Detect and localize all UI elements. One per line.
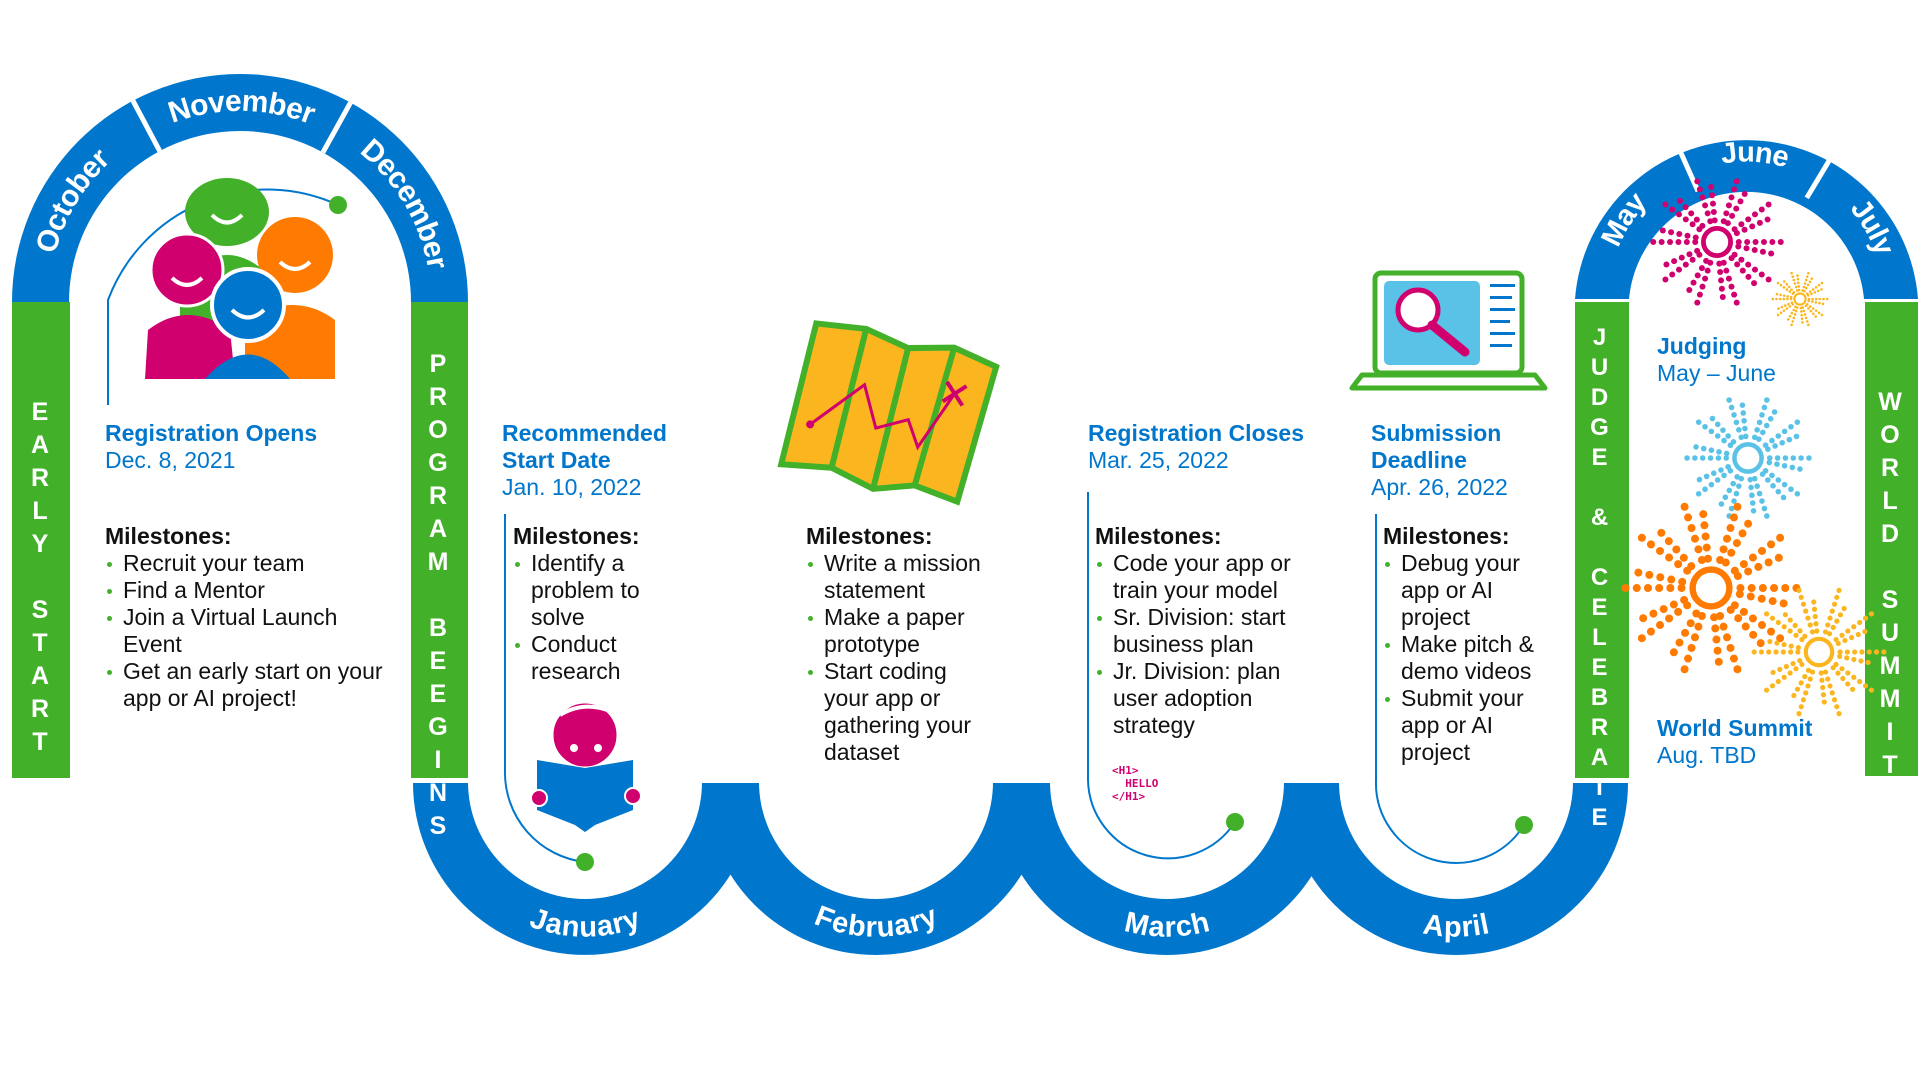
milestone-item: Make a paper prototype xyxy=(806,604,981,658)
month-label-march: March xyxy=(1122,906,1213,944)
event-title: Registration Closes xyxy=(1088,420,1304,446)
arch-divider xyxy=(320,101,353,154)
light-blue-firework xyxy=(1684,397,1812,519)
connector-registration-closes xyxy=(1087,492,1236,860)
arch-divider xyxy=(1673,140,1701,193)
milestone-item: Identify a problem to solve xyxy=(513,550,673,631)
event-date: Apr. 26, 2022 xyxy=(1371,474,1508,500)
event-date: Dec. 8, 2021 xyxy=(105,447,236,473)
event-start-date: Recommended Start Date Jan. 10, 2022 xyxy=(502,420,702,501)
yellow-small-firework xyxy=(1771,271,1829,327)
team-illustration xyxy=(145,178,335,379)
event-date: Aug. TBD xyxy=(1657,742,1757,768)
milestones-heading: Milestones: xyxy=(513,523,640,549)
event-date: Mar. 25, 2022 xyxy=(1088,447,1229,473)
judge-celebrate-label: JUDGE & CELEBRATE xyxy=(1586,324,1613,834)
early-start-pillar xyxy=(12,302,70,778)
html-code-snippet: <H1> HELLO </H1> xyxy=(1112,764,1159,803)
fireworks-illustration xyxy=(1621,178,1887,717)
arch-divider xyxy=(130,99,162,153)
map-illustration xyxy=(777,320,1000,506)
event-title: World Summit xyxy=(1657,715,1813,741)
connector-dot xyxy=(1515,816,1533,834)
connector-dot xyxy=(576,853,594,871)
event-date: Jan. 10, 2022 xyxy=(502,474,642,500)
reader-illustration xyxy=(530,700,642,832)
milestone-item: Start coding your app or gathering your … xyxy=(806,658,981,766)
milestone-item: Join a Virtual Launch Event xyxy=(105,604,395,658)
milestones-heading: Milestones: xyxy=(806,523,933,549)
milestone-item: Conduct research xyxy=(513,631,673,685)
milestones-heading: Milestones: xyxy=(1095,523,1222,549)
milestones-march: Milestones: Code your app or train your … xyxy=(1095,523,1320,739)
connector-dot xyxy=(329,196,347,214)
judge-celebrate-pillar xyxy=(1575,302,1629,778)
event-submission-deadline: Submission Deadline Apr. 26, 2022 xyxy=(1371,420,1531,501)
connector-start-date xyxy=(503,514,586,863)
milestone-item: Sr. Division: start business plan xyxy=(1095,604,1320,658)
event-title: Judging xyxy=(1657,333,1747,359)
milestone-item: Write a mission statement xyxy=(806,550,981,604)
event-title: Recommended Start Date xyxy=(502,420,667,473)
milestones-heading: Milestones: xyxy=(105,523,232,549)
world-summit-label: WORLD SUMMIT xyxy=(1876,388,1904,784)
arch-divider xyxy=(1804,150,1837,200)
milestone-item: Recruit your team xyxy=(105,550,395,577)
event-date: May – June xyxy=(1657,360,1776,386)
program-begins-label: PROGRAM BEEGINS xyxy=(424,350,452,845)
event-title: Submission Deadline xyxy=(1371,420,1502,473)
milestones-heading: Milestones: xyxy=(1383,523,1510,549)
yellow-firework xyxy=(1751,587,1887,717)
event-world-summit: World Summit Aug. TBD xyxy=(1657,715,1812,769)
connector-submission-deadline xyxy=(1374,514,1525,864)
milestone-item: Get an early start on your app or AI pro… xyxy=(105,658,395,712)
world-summit-pillar xyxy=(1865,302,1918,776)
milestones-april: Milestones: Debug your app or AI project… xyxy=(1383,523,1563,766)
month-label-april: April xyxy=(1421,908,1492,943)
milestone-item: Debug your app or AI project xyxy=(1383,550,1563,631)
connector-dot xyxy=(1226,813,1244,831)
milestone-item: Submit your app or AI project xyxy=(1383,685,1563,766)
early-start-label: EARLY START xyxy=(26,398,54,761)
milestone-item: Make pitch & demo videos xyxy=(1383,631,1563,685)
event-registration-closes: Registration Closes Mar. 25, 2022 xyxy=(1088,420,1304,474)
milestone-item: Code your app or train your model xyxy=(1095,550,1320,604)
event-judging: Judging May – June xyxy=(1657,333,1776,387)
milestone-item: Find a Mentor xyxy=(105,577,395,604)
laptop-search-illustration xyxy=(1349,270,1548,391)
event-title: Registration Opens xyxy=(105,420,318,446)
orange-firework xyxy=(1621,502,1801,674)
program-begins-pillar xyxy=(411,302,468,778)
magenta-firework xyxy=(1650,178,1784,306)
milestone-item: Jr. Division: plan user adoption strateg… xyxy=(1095,658,1320,739)
event-registration-opens: Registration Opens Dec. 8, 2021 xyxy=(105,420,317,474)
